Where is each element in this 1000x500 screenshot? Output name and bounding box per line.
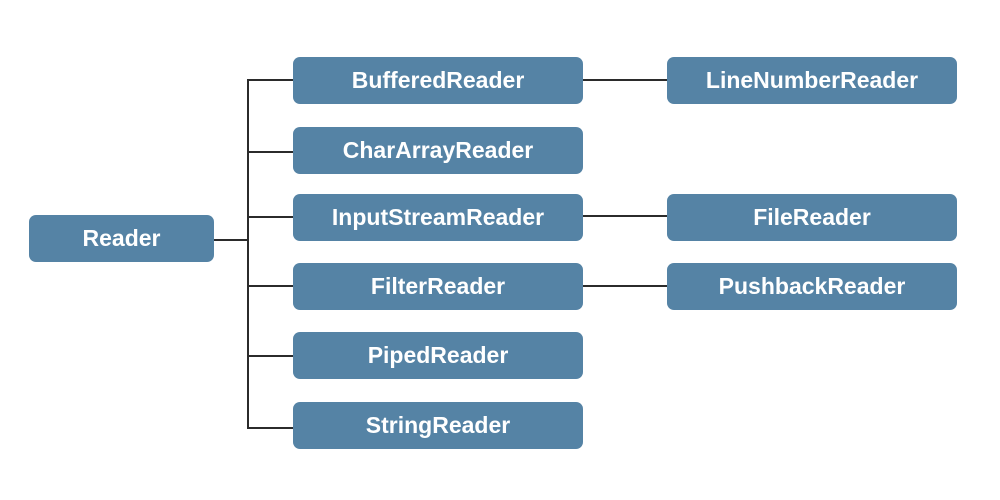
node-inputstreamreader: InputStreamReader (293, 194, 583, 241)
node-linenumberreader: LineNumberReader (667, 57, 957, 104)
node-stringreader: StringReader (293, 402, 583, 449)
node-filterreader: FilterReader (293, 263, 583, 310)
node-reader: Reader (29, 215, 214, 262)
node-chararrayreader: CharArrayReader (293, 127, 583, 174)
node-bufferedreader: BufferedReader (293, 57, 583, 104)
node-pipedreader: PipedReader (293, 332, 583, 379)
node-filereader: FileReader (667, 194, 957, 241)
node-pushbackreader: PushbackReader (667, 263, 957, 310)
